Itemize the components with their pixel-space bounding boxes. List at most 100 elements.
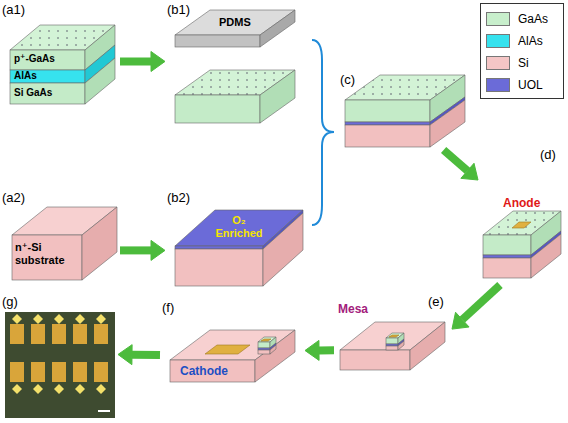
structure-label: Mesa xyxy=(338,302,368,316)
device-micrograph-part xyxy=(10,324,24,344)
process-step: (c) xyxy=(338,70,470,150)
electrode-label: Anode xyxy=(503,196,540,210)
cathode-stack-part xyxy=(170,360,255,382)
arrow-shaft xyxy=(319,346,334,354)
step-label: (a1) xyxy=(2,2,25,18)
anode-stack-part xyxy=(531,234,561,278)
process-step: (f) Cathode xyxy=(160,298,305,398)
mesa-stack-part xyxy=(386,346,398,350)
device-micrograph-part xyxy=(94,324,108,344)
arrow-shaft xyxy=(120,57,151,65)
legend-label: UOL xyxy=(518,77,543,93)
mesa-stack-part xyxy=(340,350,410,370)
oxygen-enriched-substrate-part xyxy=(263,213,303,286)
process-step: (g) xyxy=(0,294,118,420)
arrow-head xyxy=(461,163,478,180)
wafer-stack xyxy=(10,25,115,104)
legend-label: Si xyxy=(518,55,529,71)
bonded-stack-part xyxy=(430,100,465,147)
device-micrograph xyxy=(5,312,115,418)
device-micrograph-part xyxy=(52,362,66,382)
device-micrograph-part xyxy=(12,384,22,394)
process-arrow xyxy=(452,285,500,329)
step-label: (a2) xyxy=(2,190,25,206)
device-micrograph-part xyxy=(33,314,43,324)
oxygen-enriched-substrate xyxy=(175,210,303,286)
pdms-stamp-part xyxy=(260,10,295,47)
device-micrograph-part xyxy=(31,362,45,382)
device-micrograph-part xyxy=(98,410,110,412)
wafer-stack-part xyxy=(10,70,85,83)
cathode-stack-part xyxy=(258,342,270,348)
device-micrograph-part xyxy=(96,314,106,324)
process-arrow xyxy=(118,345,160,365)
process-step: (b2)O₂ Enriched xyxy=(165,188,305,292)
device-micrograph-part xyxy=(31,324,45,344)
legend-label: AlAs xyxy=(518,33,543,49)
anode-stack-part xyxy=(483,258,531,278)
process-step: (d) Anode xyxy=(478,145,566,285)
arrow-shaft xyxy=(462,285,500,320)
bonded-stack-part xyxy=(345,122,430,125)
arrow-shaft xyxy=(444,150,468,171)
process-step: (e) Mesa xyxy=(334,292,452,398)
anode-stack-part xyxy=(483,255,531,258)
step-label: (f) xyxy=(162,300,174,316)
step-label: (c) xyxy=(340,72,355,88)
legend-label: GaAs xyxy=(518,11,548,27)
pdms-stamp xyxy=(175,10,295,47)
arrow-head xyxy=(305,340,319,360)
layer-label: p⁺-GaAs xyxy=(14,53,55,65)
oxygen-enriched-substrate-part xyxy=(175,249,263,286)
device-micrograph-part xyxy=(54,314,64,324)
layer-label: Si GaAs xyxy=(14,87,52,99)
layer-label: AlAs xyxy=(14,70,37,82)
device-micrograph-part xyxy=(73,362,87,382)
gaas-film-part xyxy=(260,70,295,123)
anode-stack xyxy=(483,211,561,278)
cathode-stack-part xyxy=(205,345,250,354)
material-label: n⁺-Si substrate xyxy=(15,241,79,267)
arrow-head xyxy=(118,345,132,365)
electrode-label: Cathode xyxy=(180,364,228,378)
mesa-stack xyxy=(340,322,445,370)
wafer-stack-part xyxy=(10,83,85,104)
bonded-stack-part xyxy=(345,125,430,147)
device-micrograph-part xyxy=(12,314,22,324)
material-label: PDMS xyxy=(219,16,251,29)
legend-swatch xyxy=(486,78,510,92)
process-arrow xyxy=(120,51,165,71)
legend-box: GaAsAlAsSiUOL xyxy=(480,3,564,99)
device-micrograph-part xyxy=(5,312,115,418)
cathode-stack xyxy=(170,330,295,382)
pdms-stamp-part xyxy=(175,35,260,47)
device-micrograph-part xyxy=(52,324,66,344)
cathode-stack-part xyxy=(270,345,276,354)
step-label: (e) xyxy=(428,294,444,310)
arrow-shaft xyxy=(132,351,160,359)
process-arrow xyxy=(305,340,334,360)
si-substrate-part xyxy=(82,207,117,280)
device-micrograph-part xyxy=(94,362,108,382)
process-step: (a2) n⁺-Si substrate xyxy=(0,188,120,292)
step-label: (b1) xyxy=(167,2,190,18)
step-label: (d) xyxy=(540,147,556,163)
oxygen-enriched-substrate-part xyxy=(175,246,263,249)
legend-swatch xyxy=(486,56,510,70)
step-label: (g) xyxy=(2,294,18,310)
arrow-head xyxy=(151,51,165,71)
surface-label: O₂ Enriched xyxy=(211,214,267,240)
merge-brace xyxy=(312,40,334,225)
mesa-stack-part xyxy=(386,338,398,344)
device-micrograph-part xyxy=(73,324,87,344)
cathode-stack-part xyxy=(255,330,295,382)
wafer-stack-part xyxy=(85,58,115,104)
arrow-head xyxy=(151,240,165,260)
legend-swatch xyxy=(486,34,510,48)
mesa-stack-part xyxy=(389,335,399,337)
bonded-stack xyxy=(345,75,465,147)
legend-swatch xyxy=(486,12,510,26)
device-micrograph-part xyxy=(33,384,43,394)
wafer-stack-part xyxy=(10,50,85,70)
process-arrow xyxy=(444,150,478,180)
